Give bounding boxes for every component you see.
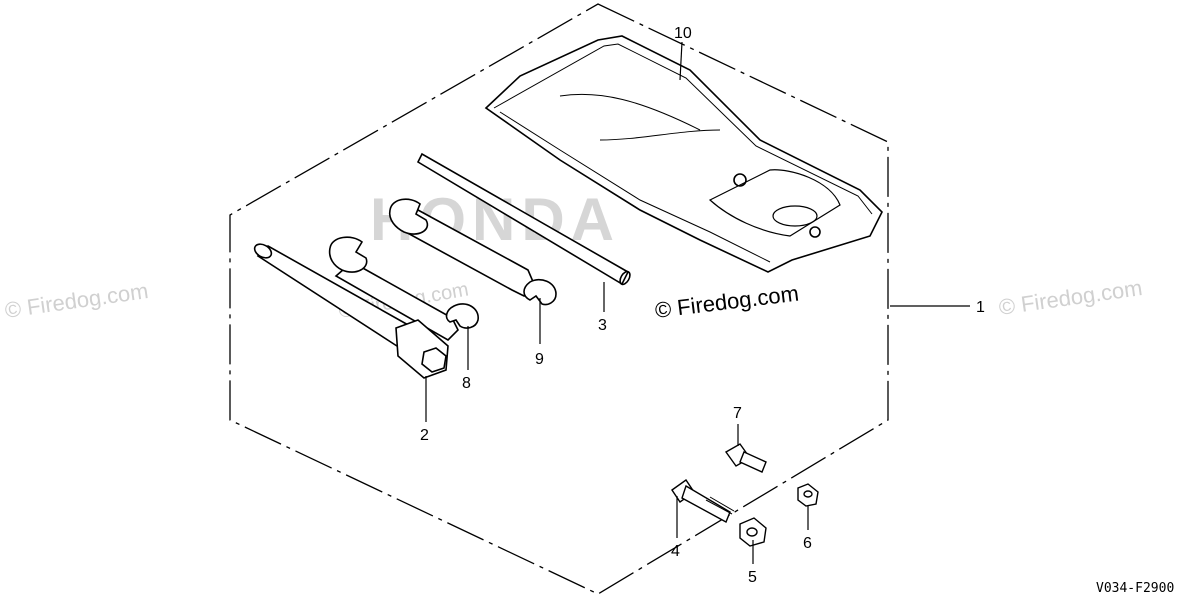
tommy-bar (416, 152, 631, 286)
callout-4: 4 (671, 543, 680, 560)
socket-wrench (253, 243, 449, 379)
kit-outline (229, 3, 889, 595)
callout-10: 10 (674, 25, 692, 42)
wrench-8 (328, 236, 479, 341)
diagram-code: V034-F2900 (1096, 581, 1174, 596)
callout-5: 5 (748, 569, 757, 586)
callout-1: 1 (976, 299, 985, 316)
callout-7: 7 (733, 405, 742, 422)
callout-6: 6 (803, 535, 812, 552)
bolt-7 (724, 443, 767, 473)
leader-lines (425, 41, 970, 564)
watermark-right: © Firedog.com (997, 275, 1144, 320)
callout-3: 3 (598, 317, 607, 334)
tool-bag (484, 35, 883, 273)
wrench-9 (388, 198, 557, 306)
callout-2: 2 (420, 427, 429, 444)
callout-9: 9 (535, 351, 544, 368)
bolt-4 (671, 479, 735, 523)
watermark-main: © Firedog.com (654, 281, 801, 323)
watermark-left: © Firedog.com (3, 278, 150, 323)
nut-5 (739, 517, 767, 547)
callout-8: 8 (462, 375, 471, 392)
nut-6 (797, 483, 819, 507)
